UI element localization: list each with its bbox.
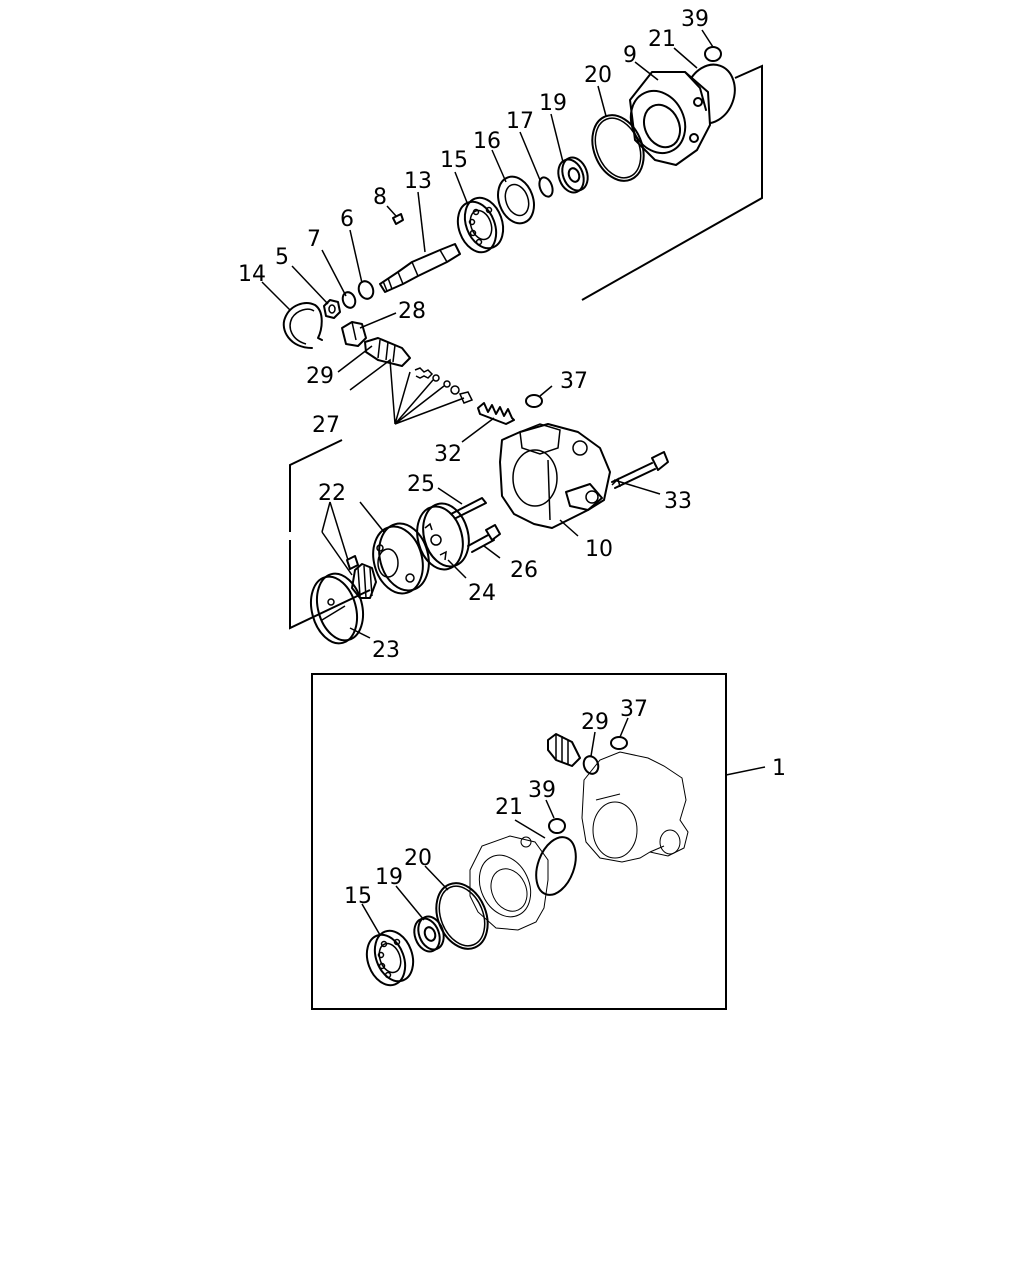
callout-13: 13: [404, 169, 432, 194]
lock-washer-7: [341, 291, 357, 309]
callout-20-upper: 20: [584, 63, 612, 88]
end-plate-23: [309, 572, 365, 645]
pump-body-10: [499, 423, 611, 529]
o-ring-20: [591, 114, 645, 182]
bearing-19: [557, 156, 589, 194]
callout-7: 7: [307, 227, 321, 252]
callout-32: 32: [434, 442, 462, 467]
callout-26: 26: [510, 558, 538, 583]
assembly-bracket-lower: [288, 439, 371, 630]
callout-16: 16: [473, 129, 501, 154]
callout-15-upper: 15: [440, 148, 468, 173]
snap-ring-17: [538, 176, 554, 198]
leader-lines-upper: [261, 29, 714, 639]
kit-o-ring-39: [548, 818, 566, 834]
callout-5: 5: [275, 245, 289, 270]
callout-37-kit: 37: [620, 697, 648, 722]
callout-21-upper: 21: [648, 27, 676, 52]
callout-37-upper: 37: [560, 369, 588, 394]
callout-22: 22: [318, 481, 346, 506]
callout-33: 33: [664, 489, 692, 514]
washer-6: [357, 280, 375, 300]
callout-17: 17: [506, 109, 534, 134]
callout-27: 27: [312, 413, 340, 438]
callout-14: 14: [238, 262, 266, 287]
kit-housing: [469, 835, 549, 931]
shaft-13: [379, 243, 461, 293]
callout-25: 25: [407, 472, 435, 497]
key-8: [392, 213, 404, 225]
o-ring-37: [525, 394, 543, 408]
ball-bearing-15: [456, 196, 505, 254]
callout-6: 6: [340, 207, 354, 232]
nut-5: [323, 299, 341, 319]
callout-29-upper: 29: [306, 364, 334, 389]
callout-19-kit: 19: [375, 865, 403, 890]
pin-25: [450, 497, 487, 520]
callout-29-kit: 29: [581, 710, 609, 735]
bolt-33: [611, 451, 669, 489]
callout-23: 23: [372, 638, 400, 663]
callout-8: 8: [373, 185, 387, 210]
plug-28: [341, 321, 367, 347]
callout-39-kit: 39: [528, 778, 556, 803]
callout-21-kit: 21: [495, 795, 523, 820]
o-ring-39: [704, 46, 722, 62]
kit-o-ring-21: [535, 836, 577, 896]
kit-pump-body-outline: [581, 751, 689, 863]
washer-16: [497, 175, 535, 225]
callout-20-kit: 20: [404, 846, 432, 871]
relief-valve-parts-27: [349, 358, 474, 425]
spring-32: [477, 402, 515, 425]
leader-lines-kit: [361, 717, 629, 936]
callout-19-upper: 19: [539, 91, 567, 116]
callout-10: 10: [585, 537, 613, 562]
retaining-ring-14: [282, 302, 323, 349]
callout-9: 9: [623, 43, 637, 68]
assembly-bracket-upper: [581, 64, 763, 301]
callout-39-upper: 39: [681, 7, 709, 32]
callout-15-kit: 15: [344, 884, 372, 909]
bearing-housing-9: [629, 71, 711, 166]
kit-ball-bearing-15: [365, 929, 415, 987]
callout-28: 28: [398, 299, 426, 324]
kit-bearing-19: [413, 915, 445, 953]
spool-assembly-29: [364, 337, 411, 367]
kit-frame: [311, 673, 727, 1010]
kit-fitting-29: [547, 733, 600, 775]
bolt-26: [467, 524, 501, 553]
kit-o-ring-37: [610, 736, 628, 750]
rotor-set-22: [346, 522, 430, 599]
callout-24: 24: [468, 581, 496, 606]
leader-kit-1: [725, 766, 766, 776]
callout-1: 1: [772, 756, 786, 781]
